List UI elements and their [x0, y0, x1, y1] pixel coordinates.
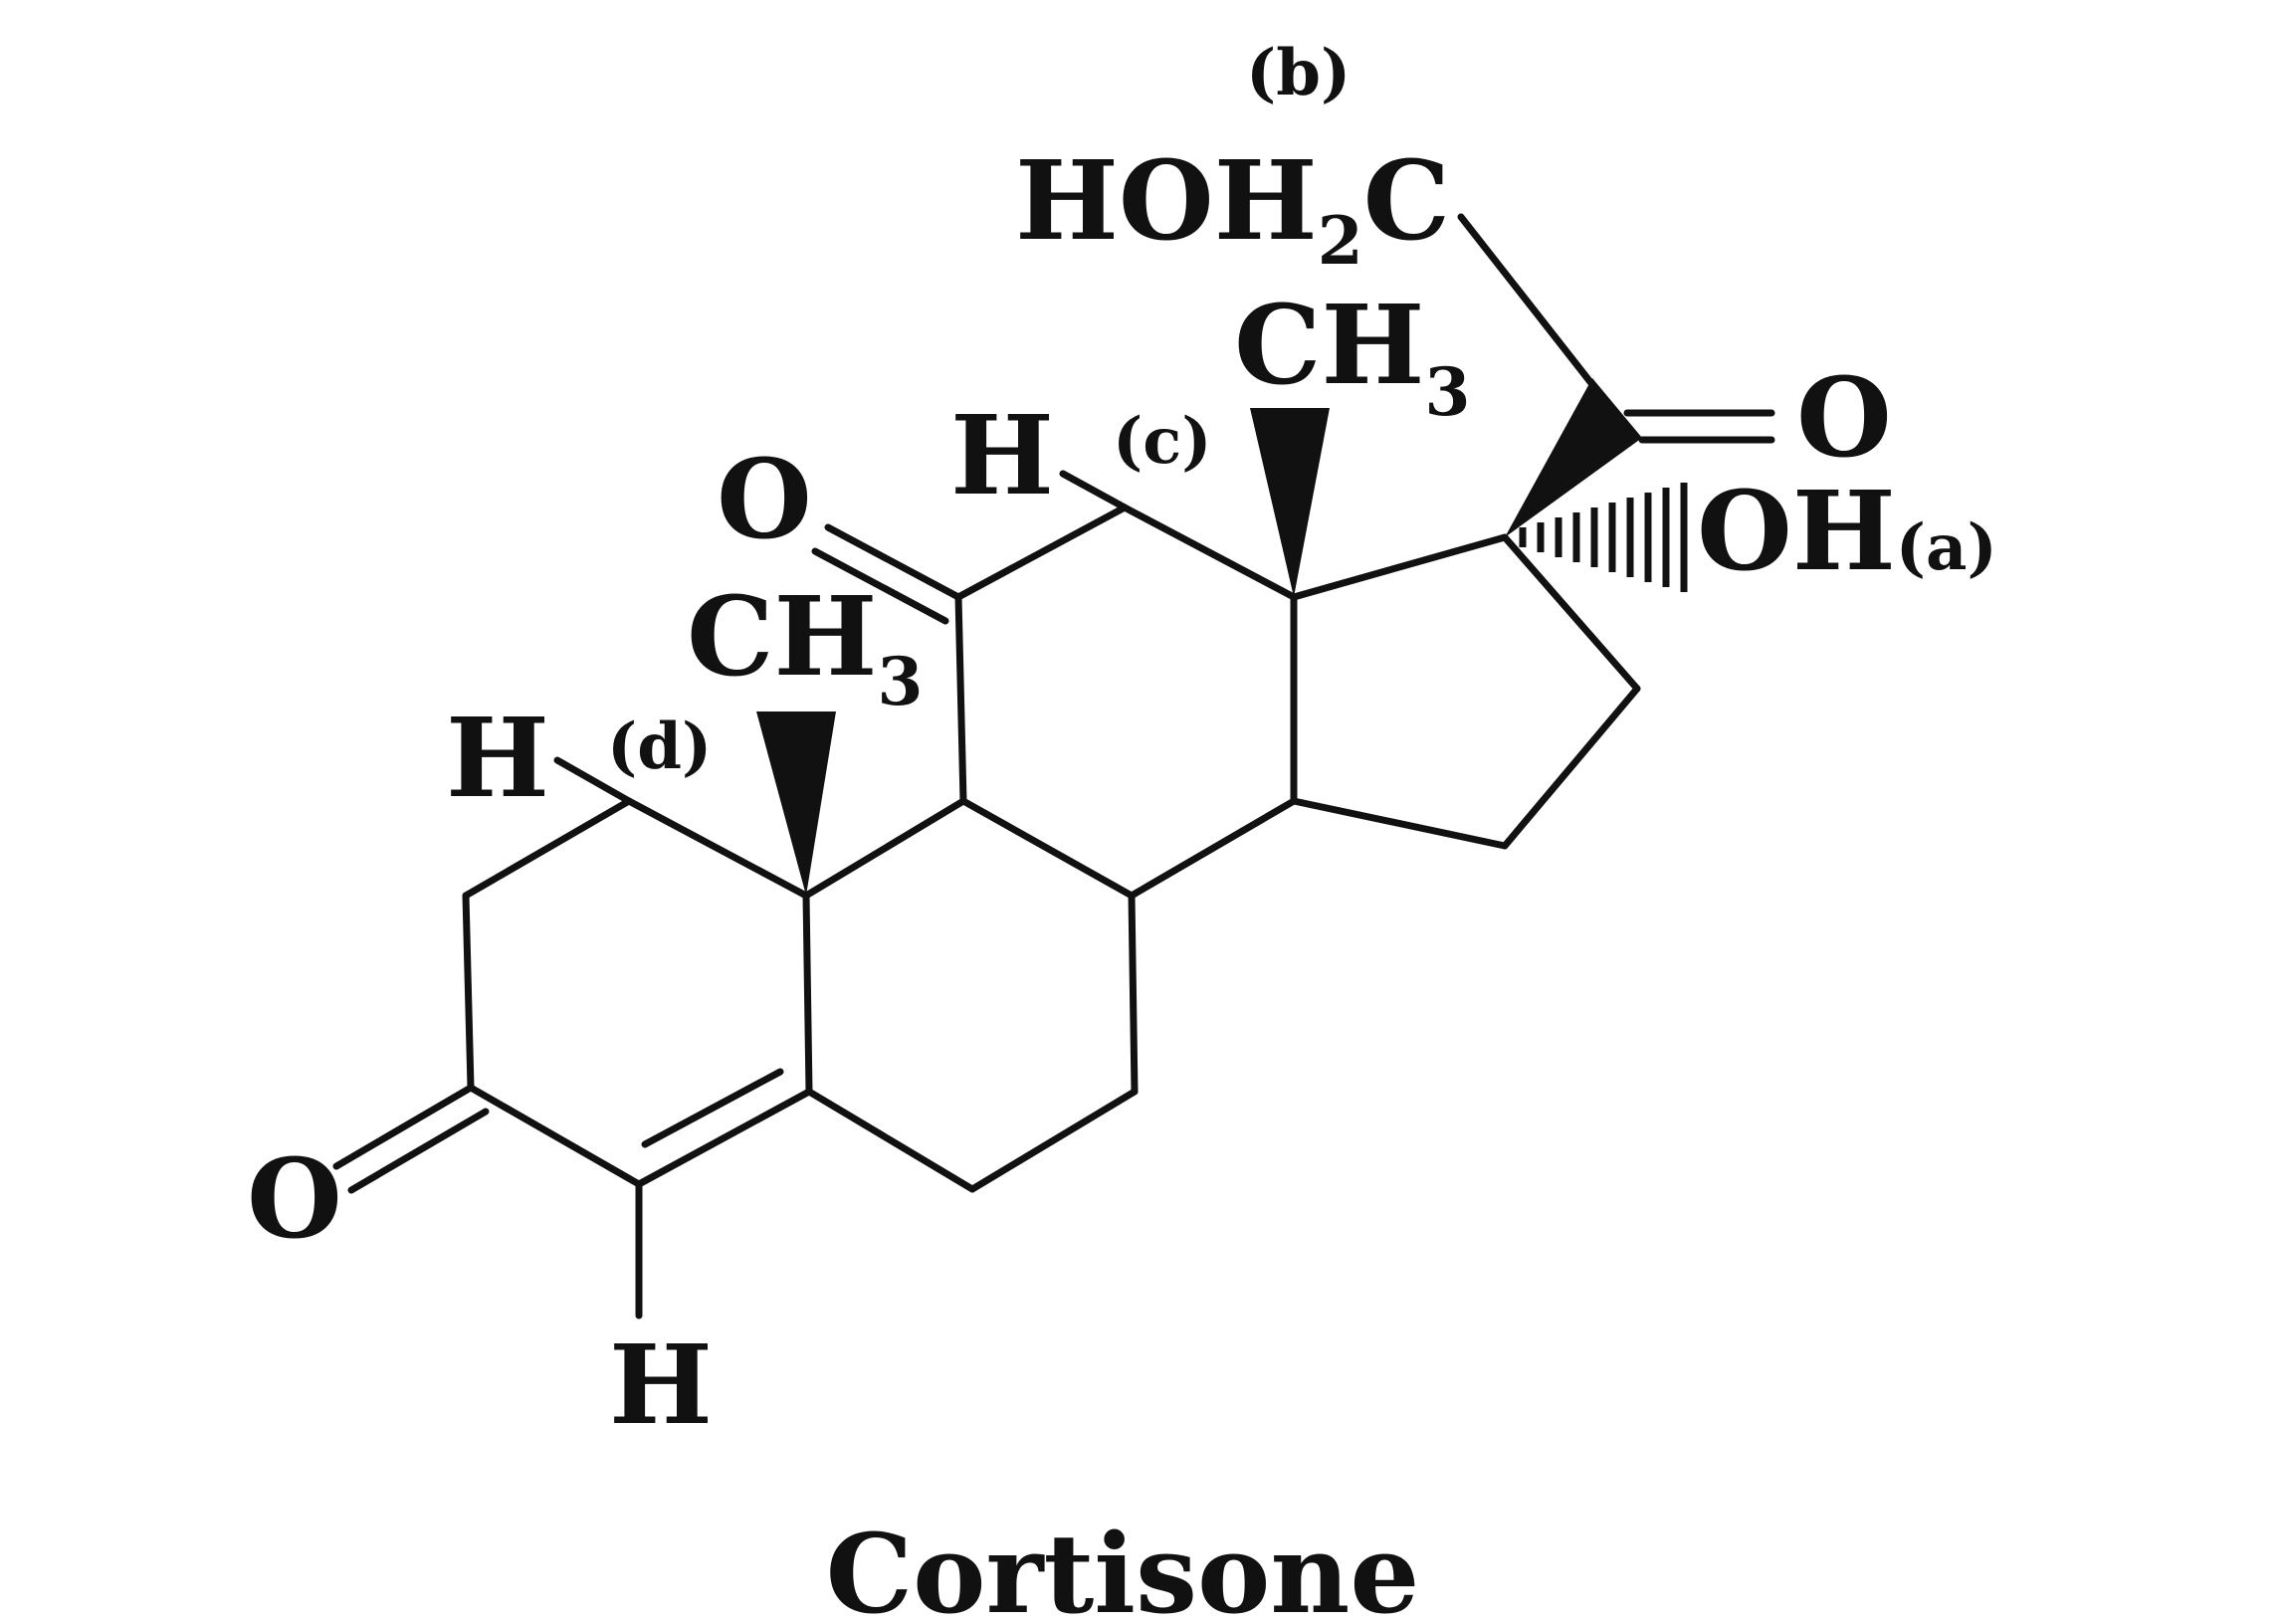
c20-c21-bond: [1457, 213, 1616, 414]
c11-ketone-bond: [811, 523, 962, 625]
ring-a: [462, 797, 813, 1188]
ring-d: [1290, 533, 1641, 850]
c20-ketone-bond: [1623, 409, 1775, 444]
c3-oxygen-label: O: [247, 1134, 342, 1263]
c19-methyl-wedge: [756, 711, 836, 896]
c4-hydrogen-label: H: [609, 1320, 713, 1449]
c20-oxygen-label: O: [1796, 353, 1892, 482]
c21-hydroxymethyl-label: HOH2C: [1015, 136, 1450, 280]
ch2oh-position-tag: (b): [1246, 36, 1351, 110]
c17-oh-hashed-bond: [1519, 483, 1688, 592]
c18-methyl-wedge: [1250, 408, 1330, 597]
h-c-position-tag: (c): [1113, 404, 1212, 479]
double-bond-c4-c5-inner: [641, 1068, 784, 1148]
c17-hydroxyl-label: OH(a): [1697, 467, 1997, 595]
c1-h-bond: [553, 756, 633, 805]
c3-ketone-bond: [332, 1084, 490, 1194]
ring-b: [802, 797, 1139, 1193]
c19-methyl-label: CH3: [687, 572, 923, 720]
c12-h-bond: [1059, 470, 1129, 511]
c1-hydrogen-label: H: [446, 694, 549, 822]
c11-oxygen-label: O: [717, 435, 812, 563]
h-d-position-tag: (d): [607, 710, 712, 784]
ring-c: [954, 504, 1298, 900]
c17-side-chain-wedge: [1505, 378, 1642, 537]
c18-methyl-label: CH3: [1234, 281, 1470, 431]
diagram-caption: Cortisone: [826, 1510, 1420, 1624]
c12-hydrogen-label: H: [950, 391, 1054, 519]
